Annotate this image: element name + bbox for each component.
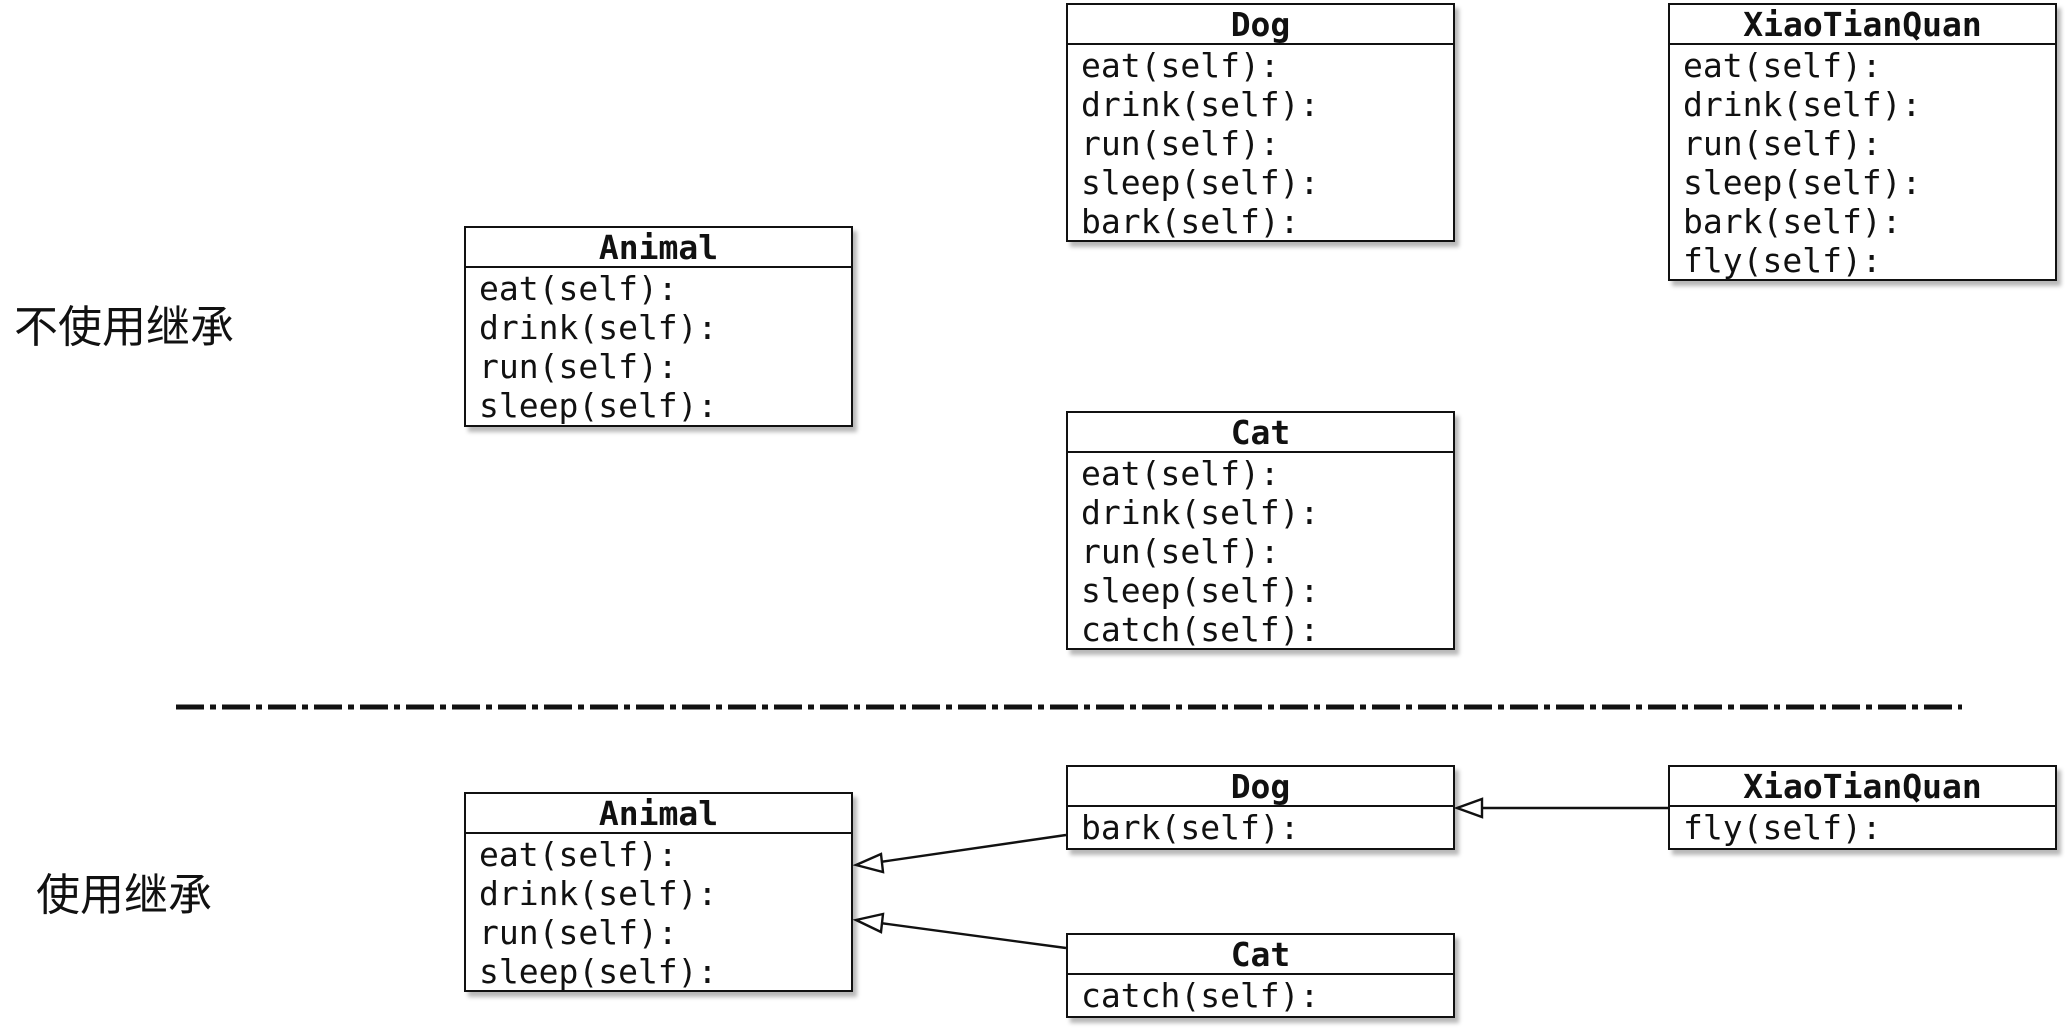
- method-item: sleep(self):: [479, 952, 718, 991]
- dog-to-animal-arrowhead: [852, 852, 885, 874]
- top-animal-class: Animal eat(self):drink(self):run(self):s…: [464, 226, 853, 427]
- method-list: bark(self):: [1068, 807, 1453, 847]
- dog-to-animal-inheritance-line: [879, 833, 1067, 864]
- top-dog-class: Dog eat(self):drink(self):run(self):slee…: [1066, 3, 1455, 242]
- method-item: drink(self):: [479, 874, 718, 913]
- method-item: fly(self):: [1683, 241, 1882, 280]
- class-name: Cat: [1068, 935, 1453, 975]
- method-item: bark(self):: [1081, 202, 1300, 241]
- method-item: drink(self):: [479, 308, 718, 347]
- method-item: eat(self):: [1081, 454, 1280, 493]
- cat-to-animal-arrowhead: [852, 912, 885, 934]
- method-item: sleep(self):: [1081, 163, 1320, 202]
- method-list: eat(self):drink(self):run(self):sleep(se…: [1068, 453, 1453, 649]
- method-item: drink(self):: [1081, 85, 1320, 124]
- method-item: bark(self):: [1081, 808, 1300, 847]
- bottom-animal-class: Animal eat(self):drink(self):run(self):s…: [464, 792, 853, 992]
- bottom-dog-class: Dog bark(self):: [1066, 765, 1455, 850]
- xiaotianquan-to-dog-arrowhead: [1453, 797, 1484, 819]
- method-list: eat(self):drink(self):run(self):sleep(se…: [466, 834, 851, 991]
- method-item: sleep(self):: [479, 386, 718, 425]
- bottom-xiaotianquan-class: XiaoTianQuan fly(self):: [1668, 765, 2057, 850]
- method-item: eat(self):: [479, 269, 678, 308]
- top-xiaotianquan-class: XiaoTianQuan eat(self):drink(self):run(s…: [1668, 3, 2057, 281]
- class-name: Cat: [1068, 413, 1453, 453]
- method-list: eat(self):drink(self):run(self):sleep(se…: [466, 268, 851, 425]
- bottom-cat-class: Cat catch(self):: [1066, 933, 1455, 1018]
- method-item: eat(self):: [1683, 46, 1882, 85]
- label-without-inheritance: 不使用继承: [14, 302, 234, 353]
- method-item: sleep(self):: [1081, 571, 1320, 610]
- method-item: run(self):: [479, 347, 678, 386]
- method-item: run(self):: [479, 913, 678, 952]
- class-name: Animal: [466, 794, 851, 834]
- method-item: eat(self):: [479, 835, 678, 874]
- class-name: XiaoTianQuan: [1670, 5, 2055, 45]
- method-list: eat(self):drink(self):run(self):sleep(se…: [1068, 45, 1453, 241]
- class-name: Animal: [466, 228, 851, 268]
- class-name: XiaoTianQuan: [1670, 767, 2055, 807]
- method-item: run(self):: [1081, 124, 1280, 163]
- method-item: drink(self):: [1081, 493, 1320, 532]
- method-item: catch(self):: [1081, 976, 1320, 1015]
- class-name: Dog: [1068, 767, 1453, 807]
- method-item: eat(self):: [1081, 46, 1280, 85]
- label-with-inheritance: 使用继承: [36, 870, 212, 921]
- method-list: catch(self):: [1068, 975, 1453, 1015]
- method-item: catch(self):: [1081, 610, 1320, 649]
- class-name: Dog: [1068, 5, 1453, 45]
- method-list: eat(self):drink(self):run(self):sleep(se…: [1670, 45, 2055, 280]
- cat-to-animal-inheritance-line: [879, 921, 1067, 950]
- method-item: drink(self):: [1683, 85, 1922, 124]
- method-item: sleep(self):: [1683, 163, 1922, 202]
- method-item: fly(self):: [1683, 808, 1882, 847]
- top-cat-class: Cat eat(self):drink(self):run(self):slee…: [1066, 411, 1455, 650]
- method-item: bark(self):: [1683, 202, 1902, 241]
- method-item: run(self):: [1683, 124, 1882, 163]
- method-item: run(self):: [1081, 532, 1280, 571]
- method-list: fly(self):: [1670, 807, 2055, 847]
